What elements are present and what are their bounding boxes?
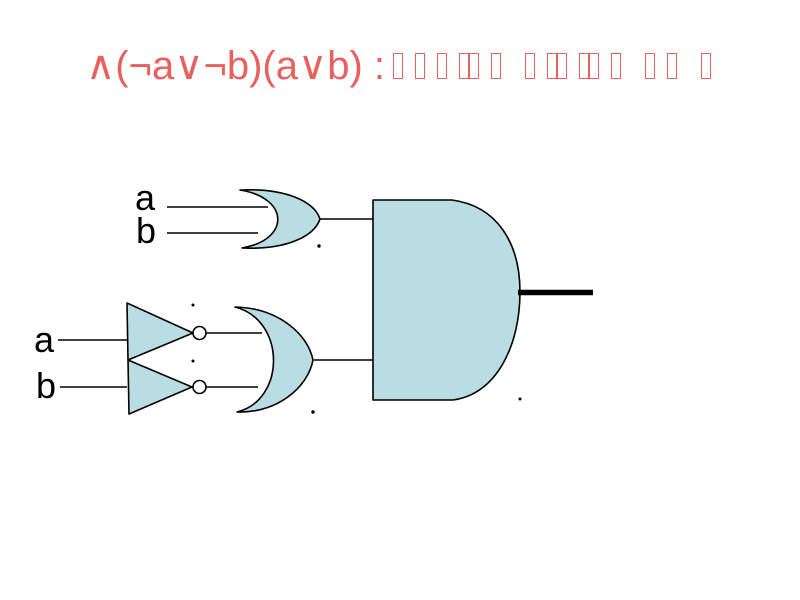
missing-glyph-box xyxy=(557,53,568,79)
not-gate-a xyxy=(126,302,194,361)
stray-dot xyxy=(518,397,522,401)
missing-glyph-box xyxy=(491,53,502,79)
not-gate-b xyxy=(127,359,193,415)
tofu-cluster xyxy=(491,53,502,79)
tofu-cluster xyxy=(547,53,568,79)
tofu-cluster xyxy=(415,53,426,79)
tofu-group xyxy=(525,53,622,79)
stray-dot xyxy=(191,359,195,363)
tofu-cluster xyxy=(437,53,448,79)
missing-glyph-box xyxy=(589,53,600,79)
missing-glyph-box xyxy=(525,53,536,79)
tofu-cluster xyxy=(393,53,404,79)
tofu-group xyxy=(645,53,678,79)
tofu-group xyxy=(701,53,712,79)
stray-dot xyxy=(317,244,321,248)
missing-glyph-box xyxy=(667,53,678,79)
missing-glyph-box xyxy=(579,53,590,79)
tofu-group xyxy=(393,53,502,79)
tofu-cluster xyxy=(579,53,600,79)
missing-glyph-box xyxy=(393,53,404,79)
missing-glyph-box xyxy=(547,53,558,79)
inverter-bubble-a xyxy=(192,325,207,341)
tofu-cluster xyxy=(701,53,712,79)
missing-glyph-box xyxy=(611,53,622,79)
not-input-label-b: b xyxy=(36,365,56,406)
missing-glyph-box xyxy=(645,53,656,79)
tofu-cluster xyxy=(459,53,480,79)
or-gate-bottom xyxy=(234,306,314,413)
or-gate-top xyxy=(239,189,321,249)
tofu-row xyxy=(393,53,712,79)
tofu-cluster xyxy=(667,53,678,79)
stray-dot xyxy=(191,303,195,307)
missing-glyph-box xyxy=(437,53,448,79)
or-input-label-b: b xyxy=(136,210,156,251)
tofu-cluster xyxy=(611,53,622,79)
missing-glyph-box xyxy=(415,53,426,79)
tofu-cluster xyxy=(645,53,656,79)
inverter-bubble-b xyxy=(192,379,207,395)
missing-glyph-box xyxy=(469,53,480,79)
missing-glyph-box xyxy=(701,53,712,79)
or-input-label-a: a xyxy=(135,177,156,218)
tofu-cluster xyxy=(525,53,536,79)
and-gate xyxy=(372,199,521,401)
page-title: ∧(¬a∨¬b)(a∨b) : xyxy=(86,44,712,88)
missing-glyph-box xyxy=(459,53,470,79)
title-formula: ∧(¬a∨¬b)(a∨b) : xyxy=(86,44,386,88)
stray-dot xyxy=(311,410,315,414)
not-input-label-a: a xyxy=(34,319,55,360)
